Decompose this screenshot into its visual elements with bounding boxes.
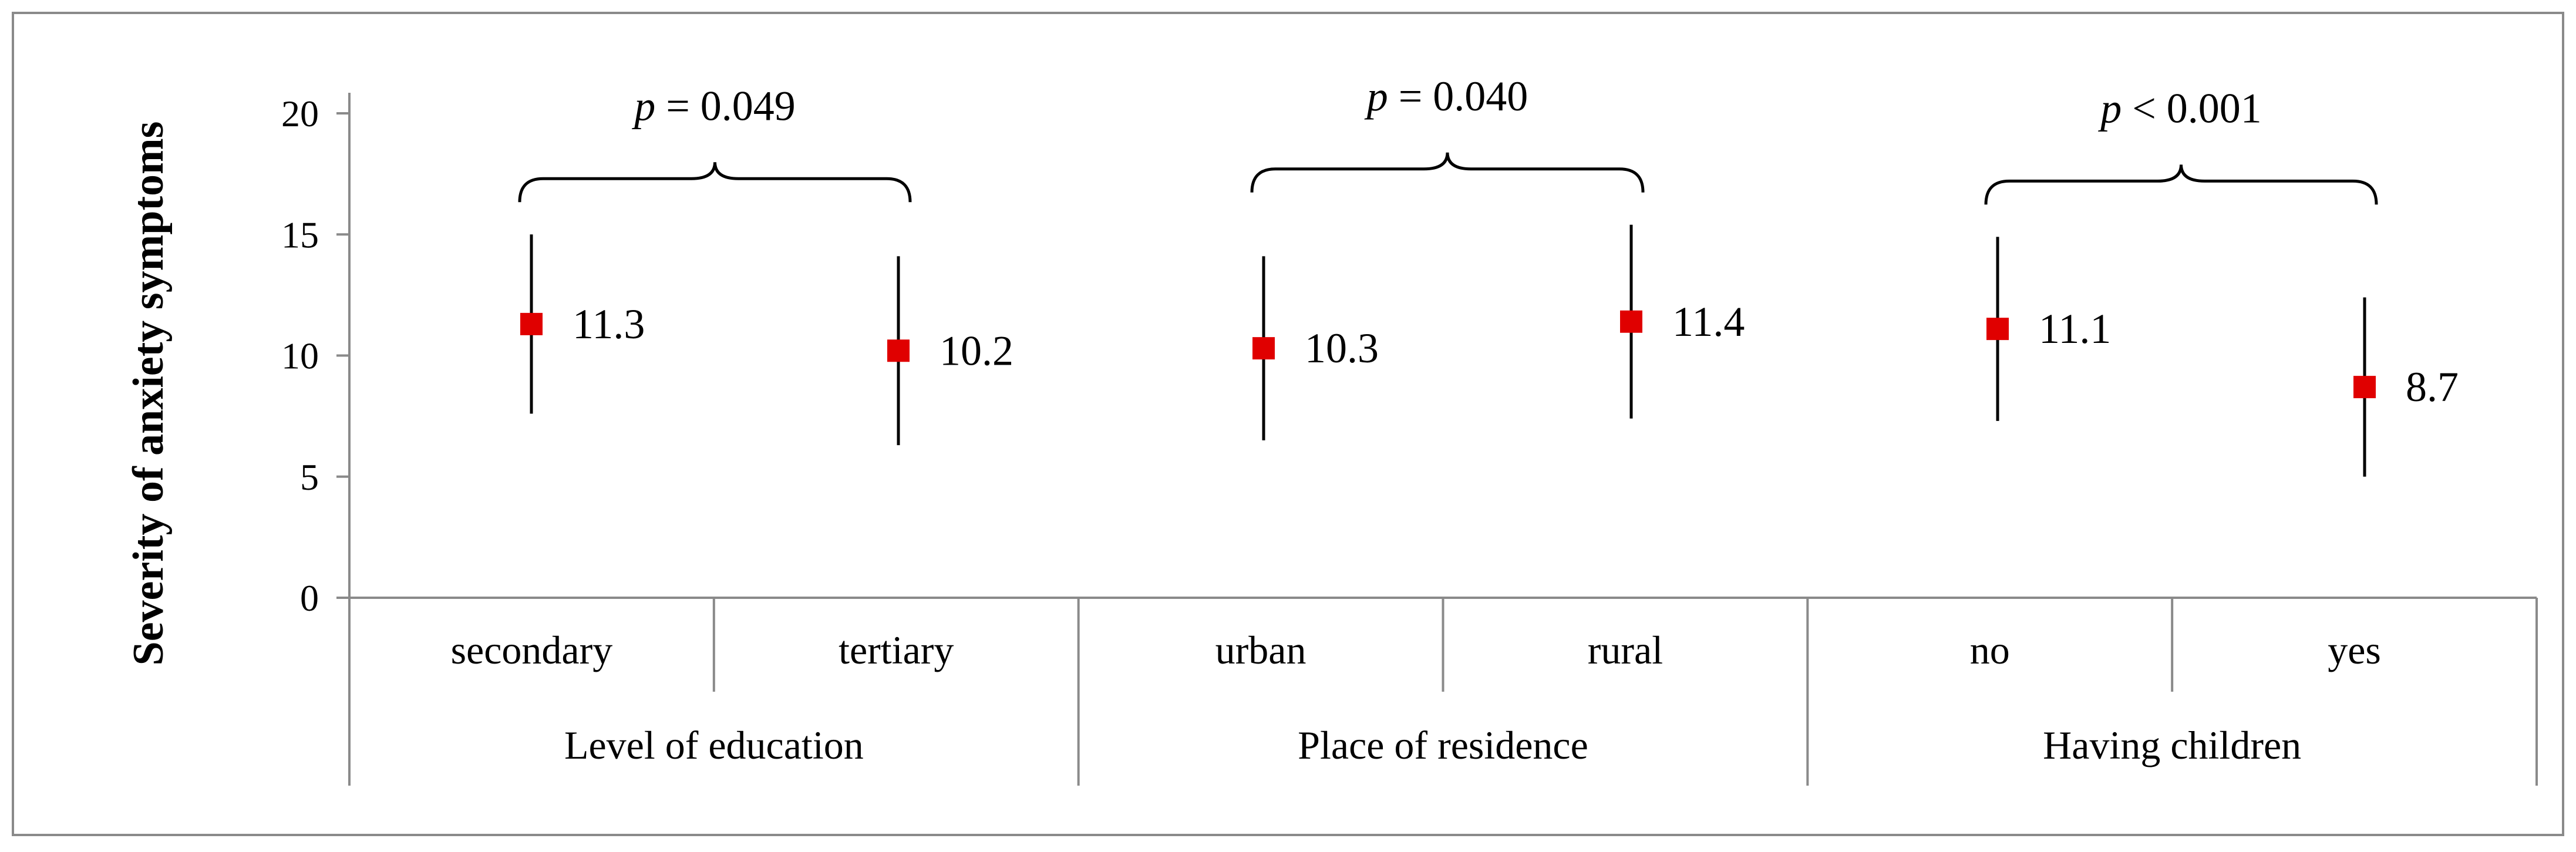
group-label: Place of residence — [1298, 723, 1588, 767]
p-bracket — [518, 162, 912, 203]
p-bracket — [1250, 152, 1645, 193]
p-value-label: p = 0.049 — [631, 82, 796, 129]
p-symbol: p — [1364, 73, 1388, 120]
value-label: 8.7 — [2406, 363, 2459, 410]
group-label: Level of education — [564, 723, 864, 767]
value-label: 11.3 — [573, 301, 645, 348]
y-tick-label: 15 — [281, 214, 319, 255]
p-value-text: = 0.049 — [655, 82, 796, 129]
y-axis-title: Severity of anxiety symptoms — [124, 122, 173, 666]
p-bracket — [1984, 164, 2378, 205]
value-label: 11.4 — [1672, 298, 1745, 345]
y-tick-label: 20 — [281, 93, 319, 134]
data-point-marker — [1252, 337, 1275, 360]
data-point-marker — [887, 339, 910, 362]
p-value-text: = 0.040 — [1388, 73, 1528, 120]
category-label: tertiary — [839, 628, 954, 672]
y-tick-label: 5 — [300, 456, 319, 498]
p-symbol: p — [2097, 85, 2122, 132]
chart-frame — [12, 12, 2564, 836]
data-point-marker — [1620, 310, 1642, 333]
data-point-marker — [1986, 318, 2009, 341]
category-label: urban — [1215, 628, 1306, 672]
p-value-label: p < 0.001 — [2097, 85, 2262, 132]
group-label: Having children — [2043, 723, 2301, 767]
value-label: 10.3 — [1305, 325, 1379, 372]
p-value-text: < 0.001 — [2122, 85, 2262, 132]
y-tick-label: 0 — [300, 577, 319, 619]
category-label: rural — [1588, 628, 1663, 672]
category-label: no — [1970, 628, 2010, 672]
value-label: 10.2 — [940, 327, 1013, 374]
value-label: 11.1 — [2039, 305, 2111, 352]
data-point-marker — [2353, 376, 2376, 399]
y-tick-label: 10 — [281, 335, 319, 377]
value-labels: 11.3 10.2 10.3 11.4 11.1 8.7 — [573, 298, 2459, 410]
data-points — [520, 310, 2376, 399]
category-label: yes — [2328, 628, 2381, 672]
p-value-label: p = 0.040 — [1364, 73, 1528, 120]
p-symbol: p — [631, 82, 655, 129]
data-point-marker — [520, 312, 543, 335]
category-label: secondary — [451, 628, 613, 672]
